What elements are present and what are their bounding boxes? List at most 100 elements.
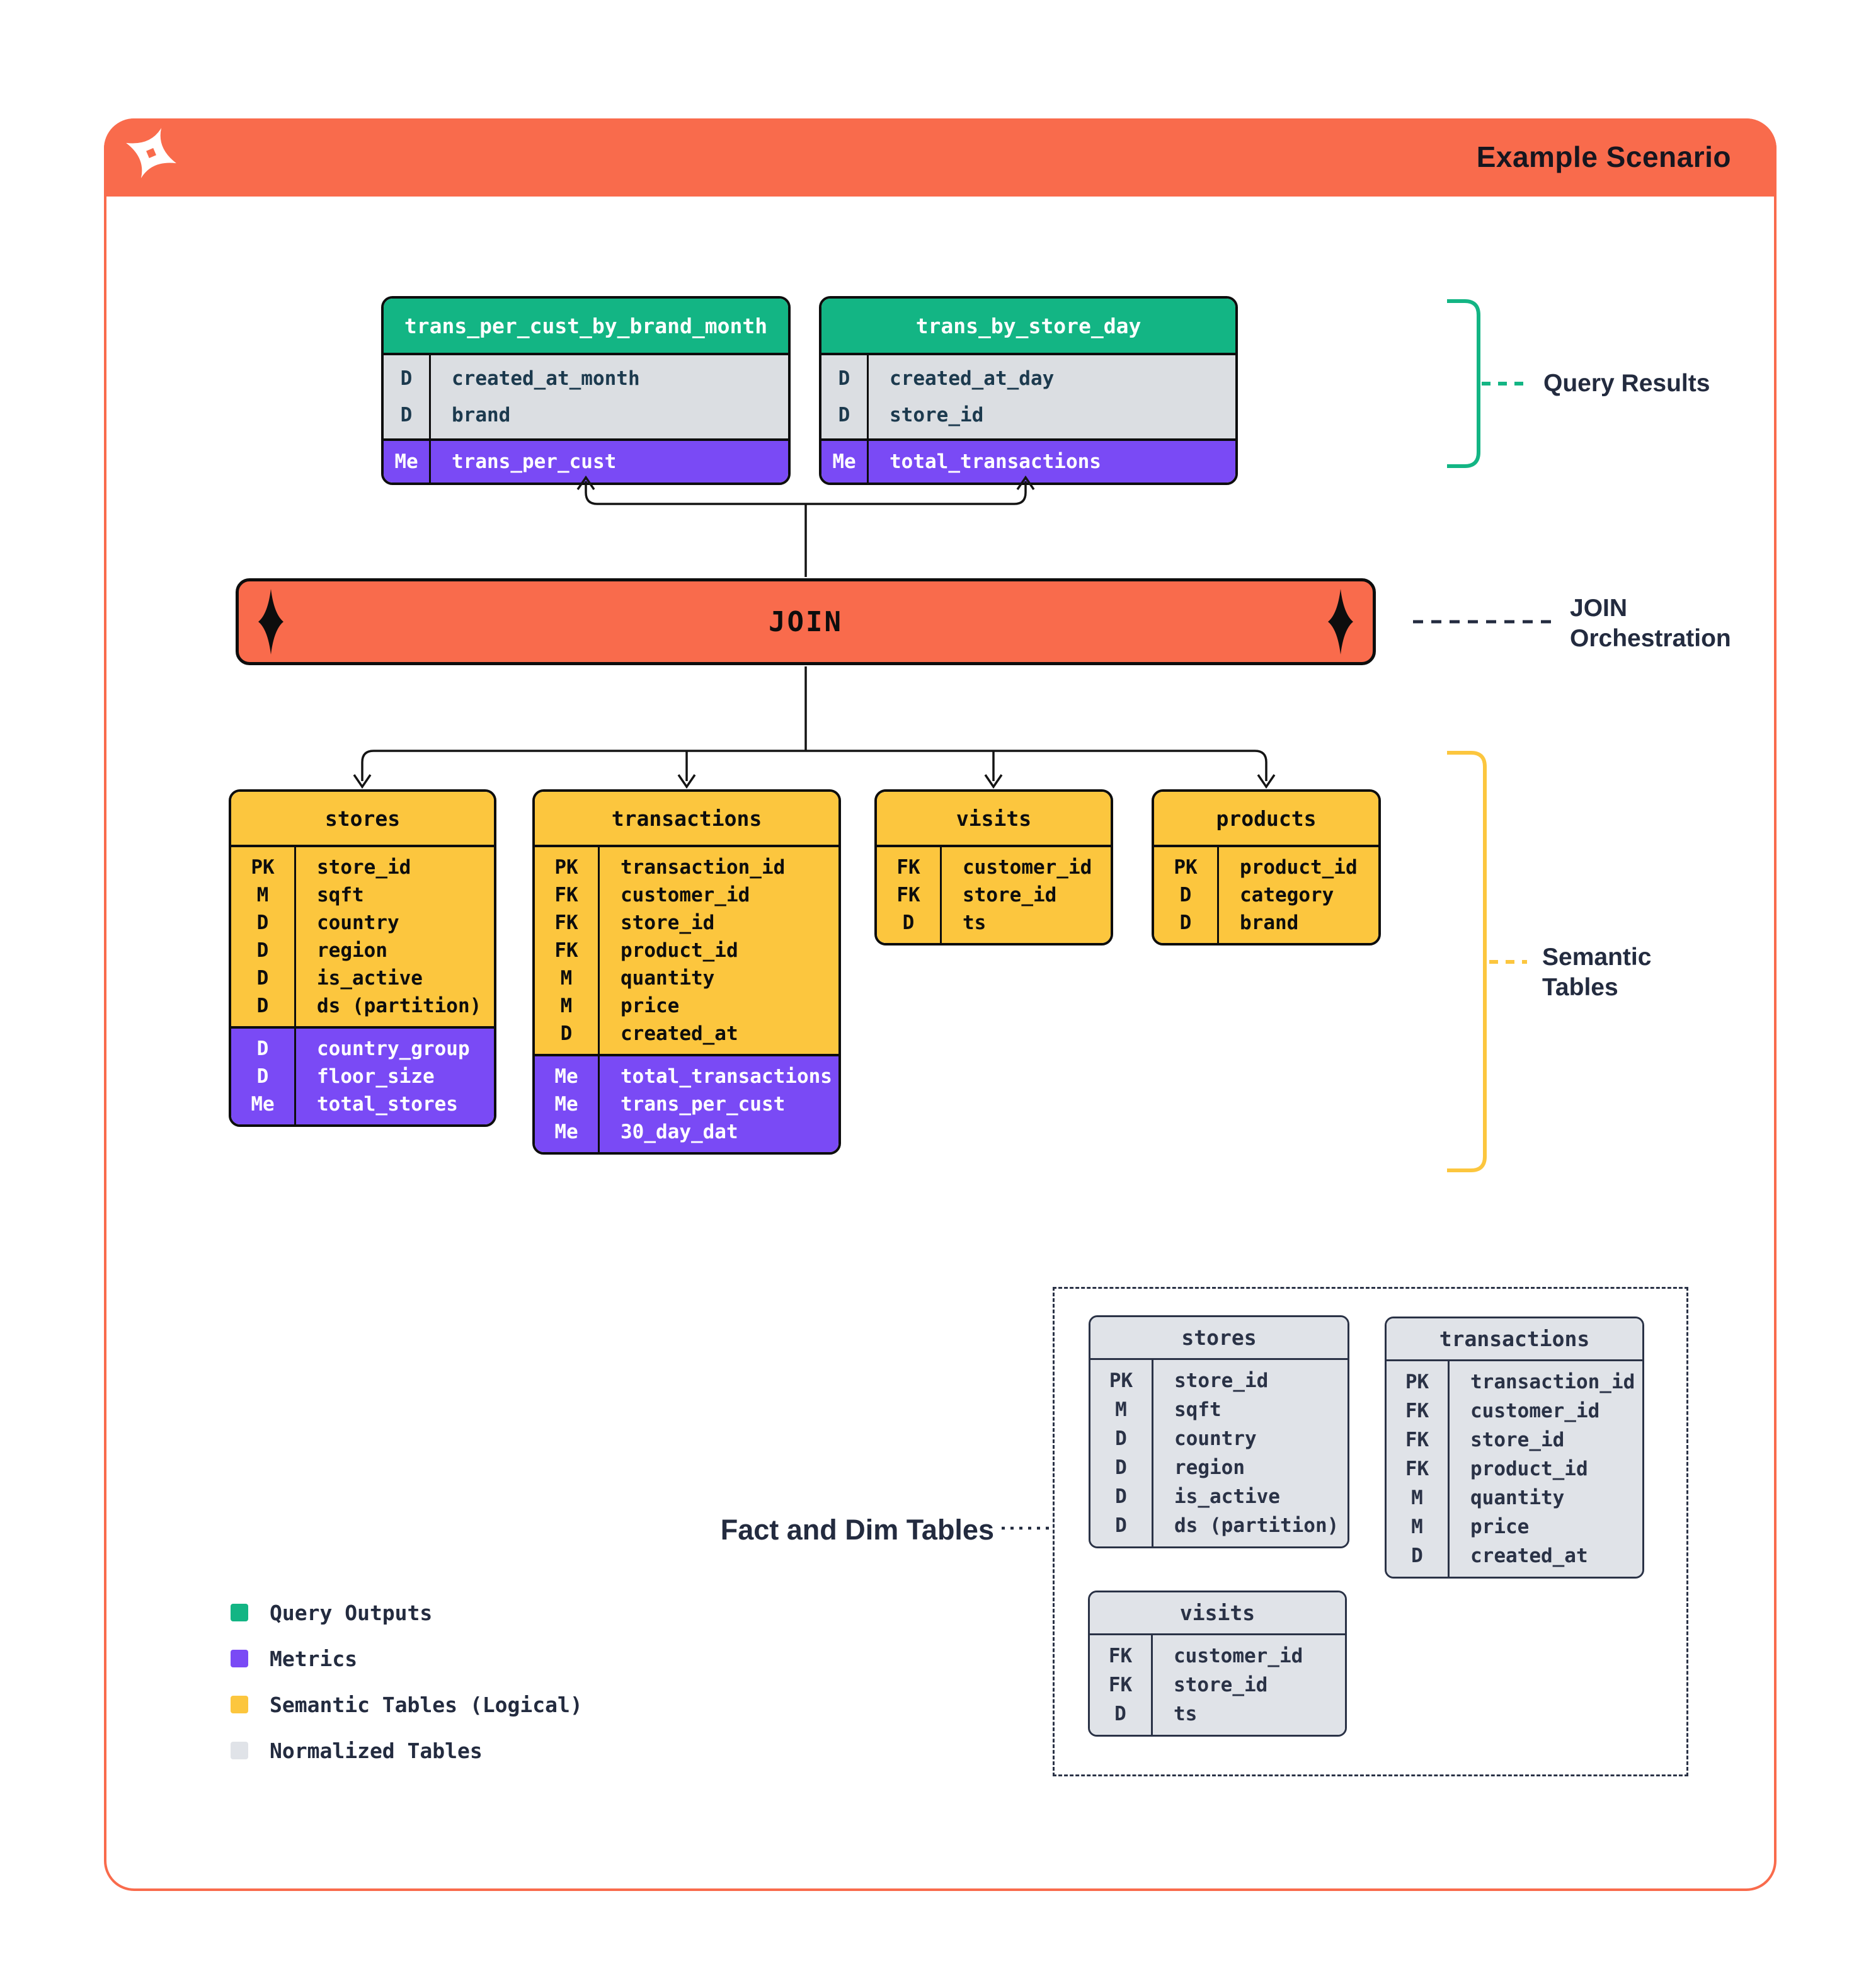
fact-dim-tables-box xyxy=(1053,1287,1688,1776)
row-field: product_id xyxy=(1470,1458,1588,1480)
row-field: total_transactions xyxy=(890,450,1101,473)
normalized-tables-swatch-icon xyxy=(231,1742,248,1759)
row-key: D xyxy=(1179,911,1192,934)
table-row: Me 30_day_dat xyxy=(535,1118,838,1146)
row-field: price xyxy=(1470,1516,1530,1538)
legend-item-query-outputs: Query Outputs xyxy=(231,1601,583,1625)
row-key: Me xyxy=(251,1093,275,1116)
table-title: visits xyxy=(1090,1592,1345,1635)
row-key: FK xyxy=(1405,1429,1429,1451)
row-field: total_stores xyxy=(317,1093,458,1116)
row-field: created_at xyxy=(1470,1545,1588,1567)
row-field: customer_id xyxy=(963,856,1092,879)
column-divider xyxy=(867,441,869,483)
metrics-swatch-icon xyxy=(231,1650,248,1667)
row-key: M xyxy=(256,884,269,906)
row-key: M xyxy=(560,995,573,1017)
row-key: PK xyxy=(1109,1369,1133,1392)
row-key: PK xyxy=(251,856,275,879)
row-field: store_id xyxy=(963,884,1057,906)
row-field: store_id xyxy=(1174,1369,1269,1392)
row-field: country_group xyxy=(317,1037,470,1060)
legend-label: Metrics xyxy=(270,1646,358,1671)
semantic-tables-label-line2: Tables xyxy=(1542,974,1618,1001)
row-field: floor_size xyxy=(317,1065,435,1088)
column-divider xyxy=(598,1056,600,1152)
legend-label: Query Outputs xyxy=(270,1600,433,1625)
row-field: category xyxy=(1240,884,1334,906)
join-orchestration-label-line1: JOIN xyxy=(1570,595,1628,622)
row-field: transaction_id xyxy=(621,856,786,879)
row-field: country xyxy=(1174,1427,1257,1450)
row-key: FK xyxy=(896,856,920,879)
table-row: PK store_id xyxy=(1090,1366,1347,1395)
fact-dim-tables-label: Fact and Dim Tables xyxy=(720,1514,994,1546)
row-key: M xyxy=(560,967,573,990)
row-key: D xyxy=(256,967,269,990)
row-field: ts xyxy=(963,911,987,934)
row-key: D xyxy=(1114,1703,1126,1725)
row-field: total_transactions xyxy=(621,1065,832,1088)
row-key: D xyxy=(1115,1514,1127,1537)
row-field: customer_id xyxy=(1470,1400,1600,1422)
table-row: Me total_stores xyxy=(231,1090,494,1118)
card-header: Example Scenario xyxy=(104,118,1777,197)
row-field: brand xyxy=(452,404,511,426)
query-results-label: Query Results xyxy=(1543,370,1710,397)
row-key: D xyxy=(1115,1427,1127,1450)
row-field: product_id xyxy=(1240,856,1358,879)
semantic-tables-label-line1: Semantic xyxy=(1542,944,1652,971)
row-field: 30_day_dat xyxy=(621,1121,738,1143)
legend-label: Semantic Tables (Logical) xyxy=(270,1692,583,1717)
row-key: D xyxy=(400,367,413,390)
row-field: customer_id xyxy=(621,884,750,906)
legend: Query Outputs Metrics Semantic Tables (L… xyxy=(231,1601,583,1788)
column-divider xyxy=(1217,847,1219,943)
join-orchestration-bar: JOIN xyxy=(236,578,1376,665)
column-divider xyxy=(429,355,431,438)
legend-item-metrics: Metrics xyxy=(231,1647,583,1671)
row-field: ts xyxy=(1174,1703,1198,1725)
row-key: D xyxy=(256,911,269,934)
row-key: D xyxy=(256,1037,269,1060)
column-divider xyxy=(1152,1360,1153,1546)
row-field: created_at xyxy=(621,1022,738,1045)
row-field: store_id xyxy=(1174,1674,1268,1696)
row-key: FK xyxy=(896,884,920,906)
row-key: FK xyxy=(1405,1458,1429,1480)
row-field: price xyxy=(621,995,680,1017)
table-title: stores xyxy=(231,792,494,847)
row-field: created_at_month xyxy=(452,367,640,390)
row-key: Me xyxy=(554,1121,578,1143)
column-divider xyxy=(940,847,942,943)
join-label: JOIN xyxy=(769,605,843,638)
table-title: trans_by_store_day xyxy=(821,299,1235,355)
row-field: region xyxy=(1174,1456,1245,1479)
